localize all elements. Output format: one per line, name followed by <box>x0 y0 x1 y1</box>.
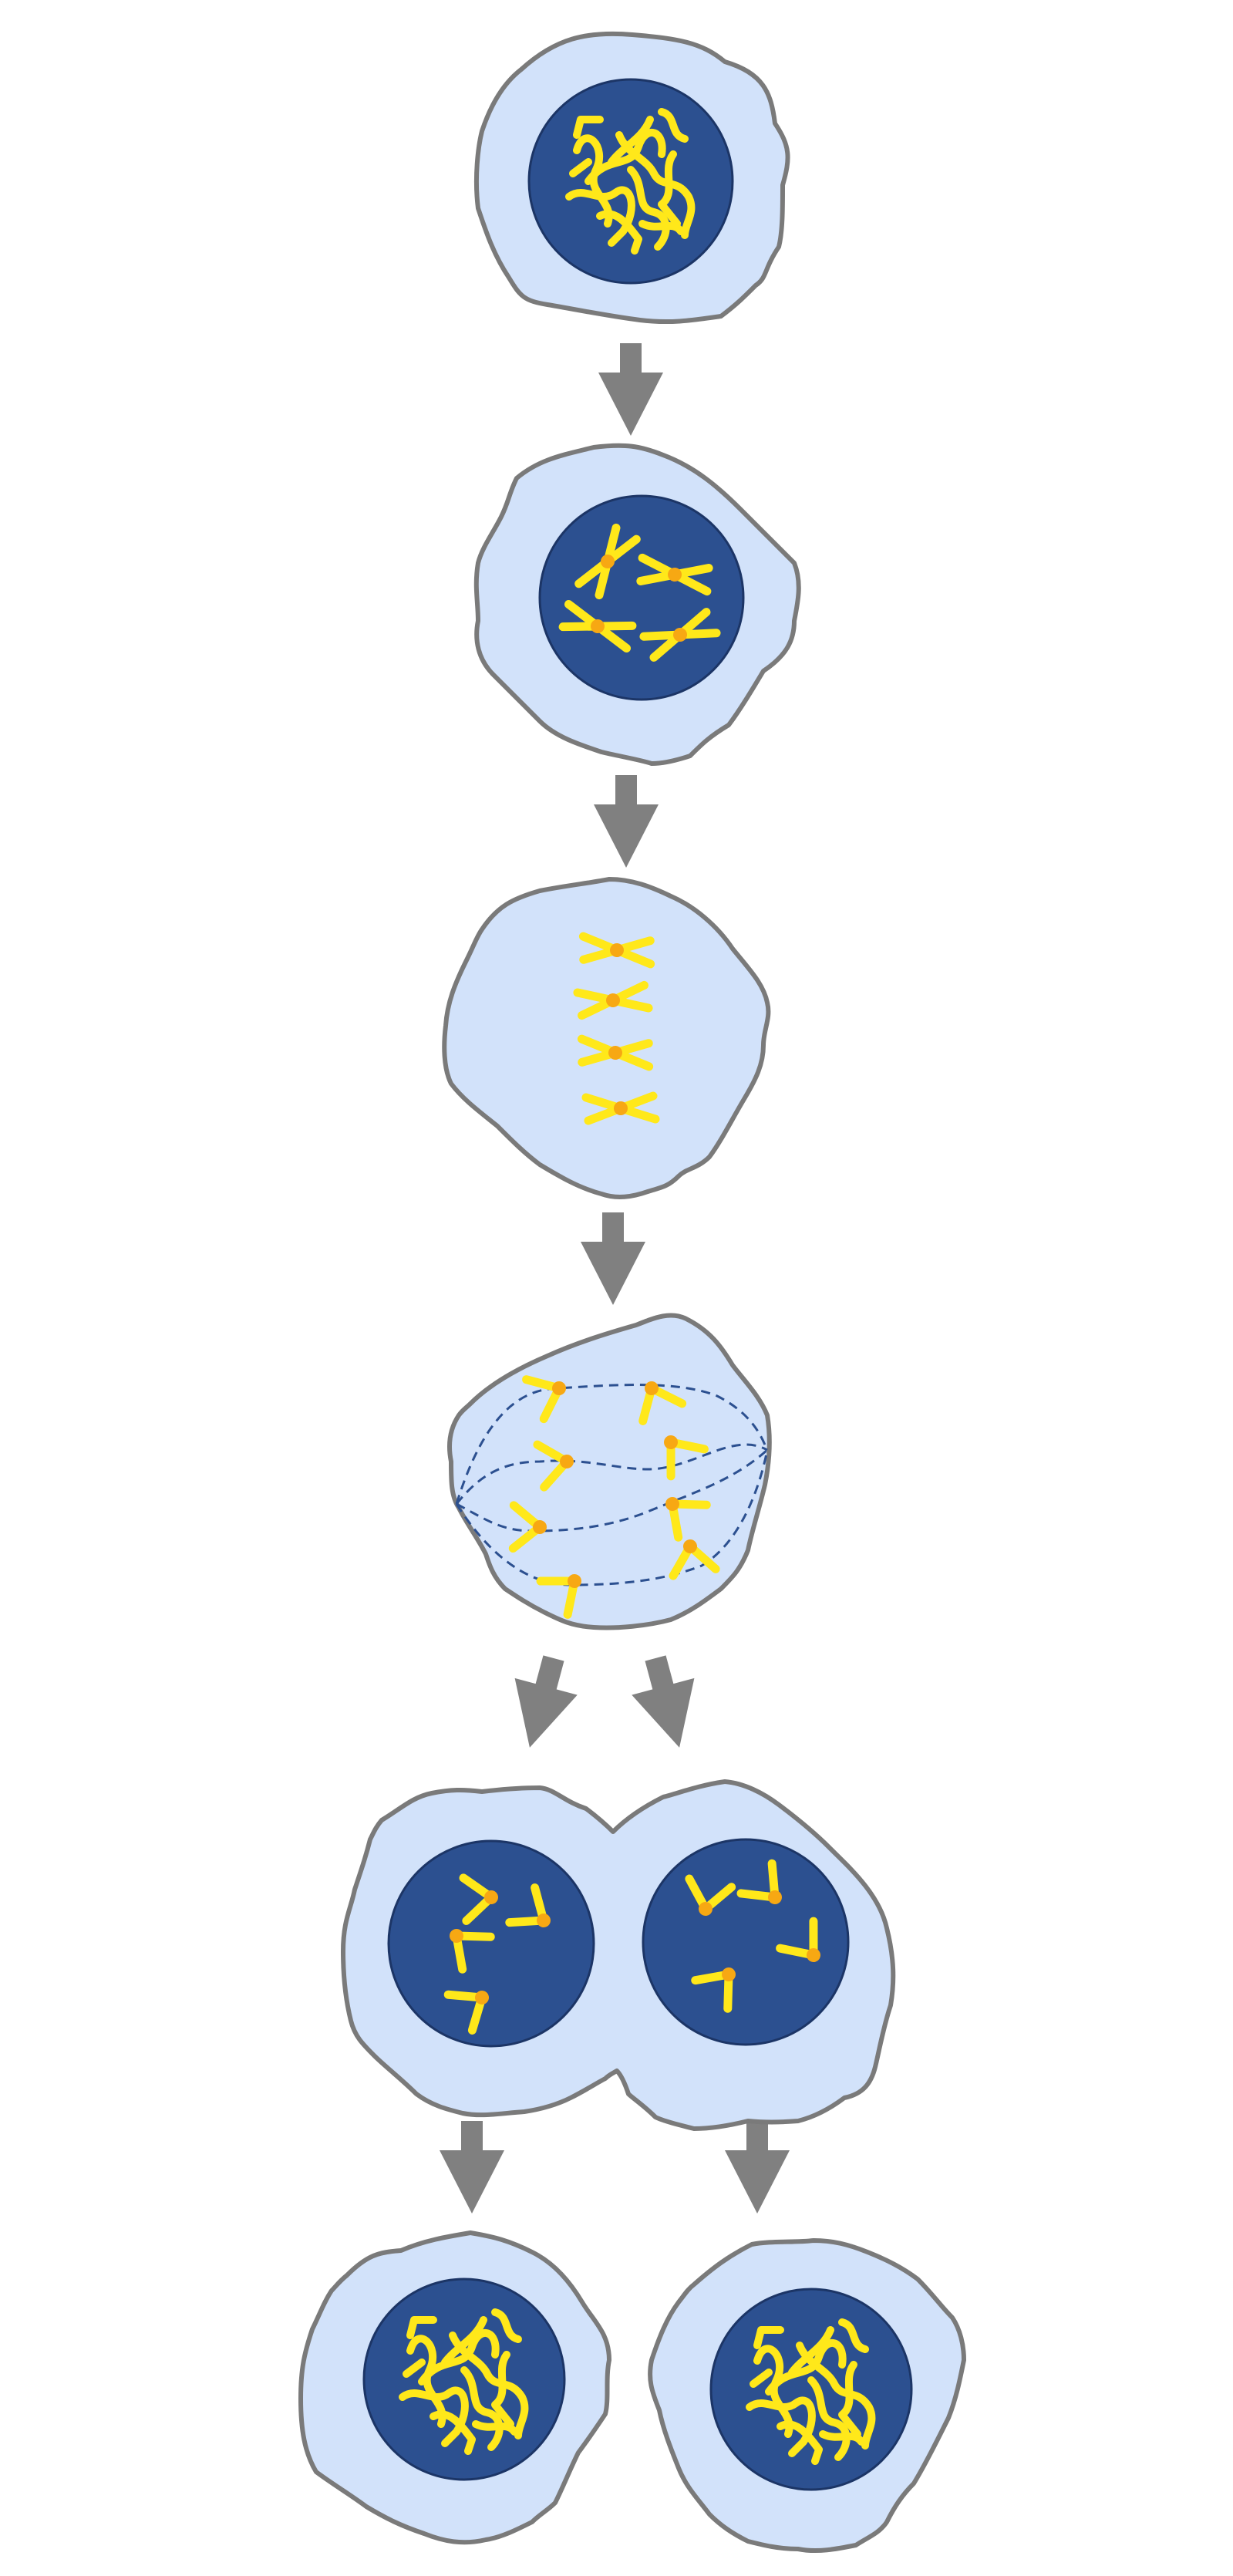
nucleus <box>709 2288 913 2491</box>
spindle-fiber <box>455 1449 769 1586</box>
spindle-fiber <box>455 1443 768 1505</box>
arrow-down-icon <box>581 1212 645 1305</box>
cell-anaphase <box>447 1313 772 1630</box>
arrow-down-icon <box>594 775 659 868</box>
arrow-down-icon <box>498 1650 585 1756</box>
cell-membrane <box>447 1313 772 1630</box>
nucleus <box>538 494 745 701</box>
cell-membrane <box>442 877 771 1199</box>
nucleus-left <box>387 1839 595 2048</box>
arrow-down-icon <box>440 2121 504 2214</box>
nucleus <box>362 2278 566 2481</box>
arrow-down-icon <box>624 1650 711 1756</box>
spindle-fiber <box>455 1384 769 1505</box>
cell-daughter-left <box>298 2230 611 2545</box>
arrow-down-icon <box>725 2121 790 2214</box>
spindle-fiber <box>456 1448 768 1532</box>
cell-prophase <box>473 443 801 766</box>
cell-interphase <box>473 31 790 325</box>
nucleus <box>527 78 734 285</box>
cell-metaphase <box>442 877 771 1199</box>
cell-daughter-right <box>648 2238 966 2554</box>
arrow-down-icon <box>598 343 663 436</box>
cell-telophase <box>341 1779 896 2131</box>
